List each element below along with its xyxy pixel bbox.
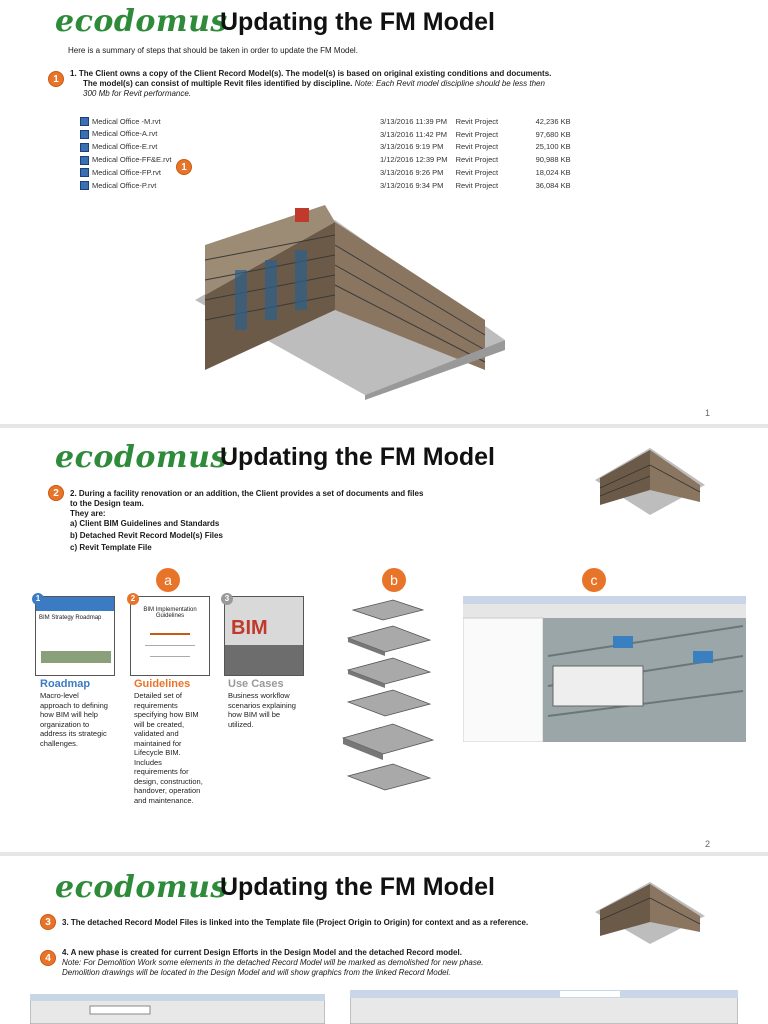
step-4-badge: 4 [40, 950, 56, 966]
building-thumbnail-image [595, 448, 705, 515]
step-1-line2: The model(s) can consist of multiple Rev… [83, 79, 545, 89]
file-size: 36,084 KB [535, 180, 571, 190]
page-title: Updating the FM Model [220, 8, 495, 36]
file-date: 3/13/2016 9:19 PM [380, 142, 444, 152]
building-thumbnail-image [595, 882, 705, 944]
file-size: 18,024 KB [535, 168, 571, 178]
step-4-text: 4. A new phase is created for current De… [62, 948, 462, 957]
revit-file-icon [80, 181, 89, 191]
card-number-1: 1 [32, 593, 44, 605]
revit-screenshot-image [463, 596, 746, 742]
slide-1: ecodomus Updating the FM Model Here is a… [0, 0, 768, 424]
file-date: 3/13/2016 11:39 PM [380, 116, 447, 126]
guidelines-thumbnail: BIM Implementation Guidelines [130, 596, 210, 676]
page-title: Updating the FM Model [220, 443, 495, 471]
step-2-line1: 2. During a facility renovation or an ad… [70, 489, 424, 498]
letter-badge-a: a [156, 568, 180, 592]
list-item-a: a) Client BIM Guidelines and Standards [70, 519, 220, 528]
file-date: 3/13/2016 11:42 PM [380, 129, 447, 139]
use-cases-title: Use Cases [228, 678, 284, 690]
file-name: Medical Office-A.rvt [92, 129, 158, 139]
page-title: Updating the FM Model [220, 873, 495, 901]
file-badge: 1 [176, 159, 192, 175]
file-type: Revit Project [455, 155, 499, 165]
step-1-note2: 300 Mb for Revit performance. [83, 89, 192, 98]
file-type: Revit Project [455, 142, 499, 152]
step-3-badge: 3 [40, 914, 56, 930]
list-item-b: b) Detached Revit Record Model(s) Files [70, 531, 223, 540]
file-size: 97,680 KB [535, 129, 571, 139]
step-2-line3: They are: [70, 509, 106, 518]
ecodomus-logo: ecodomus [55, 440, 228, 475]
file-row[interactable]: Medical Office-FP.rvt 3/13/2016 9:26 PM Re… [76, 166, 575, 179]
file-type: Revit Project [455, 129, 499, 139]
file-row[interactable]: Medical Office-FF&E.rvt 1/12/2016 12:39 P… [76, 153, 575, 166]
step-1-line2-text: The model(s) can consist of multiple Rev… [83, 79, 353, 88]
step-4-note2: Demolition drawings will be located in t… [62, 968, 451, 977]
card-number-3: 3 [221, 593, 233, 605]
file-name: Medical Office-FP.rvt [92, 167, 161, 177]
revit-file-icon [80, 142, 89, 152]
step-badge: 2 [48, 485, 64, 501]
revit-ribbon-screenshot-left [30, 994, 325, 1024]
building-3d-model-image [195, 205, 505, 400]
file-name: Medical Office-FF&E.rvt [92, 155, 172, 165]
file-date: 3/13/2016 9:34 PM [380, 180, 444, 190]
revit-file-icon [80, 117, 89, 127]
file-row[interactable]: Medical Office-E.rvt 3/13/2016 9:19 PM Rev… [76, 141, 575, 154]
letter-badge-b: b [382, 568, 406, 592]
ecodomus-logo: ecodomus [55, 870, 228, 905]
list-item-c: c) Revit Template File [70, 543, 152, 552]
file-date: 3/13/2016 9:26 PM [380, 168, 444, 178]
file-type: Revit Project [455, 180, 499, 190]
revit-ribbon-screenshot-right [350, 990, 738, 1024]
card-number-2: 2 [127, 593, 139, 605]
roadmap-thumb-title: BIM Strategy Roadmap [39, 615, 102, 621]
letter-badge-c: c [582, 568, 606, 592]
guidelines-thumb-title: BIM Implementation Guidelines [143, 607, 197, 619]
file-type: Revit Project [455, 168, 499, 178]
intro-text: Here is a summary of steps that should b… [68, 46, 358, 55]
file-name: Medical Office-E.rvt [92, 142, 158, 152]
file-size: 25,100 KB [535, 142, 571, 152]
ecodomus-logo: ecodomus [55, 4, 228, 39]
page-number: 1 [704, 408, 710, 418]
revit-file-icon [80, 168, 89, 178]
file-name: Medical Office-P.rvt [92, 180, 157, 190]
file-row[interactable]: Medical Office-P.rvt 3/13/2016 9:34 PM Rev… [76, 179, 575, 192]
step-badge: 1 [48, 71, 64, 87]
step-1-note1: Note: Each Revit model discipline should… [354, 79, 545, 88]
file-size: 90,988 KB [535, 155, 571, 165]
exploded-model-image [341, 599, 435, 791]
slide-3: ecodomus Updating the FM Model 3 3. The … [0, 856, 768, 1024]
file-size: 42,236 KB [535, 116, 571, 126]
step-3-text: 3. The detached Record Model Files is li… [62, 918, 529, 927]
page-number: 2 [704, 839, 710, 849]
revit-file-icon [80, 155, 89, 165]
file-row[interactable]: Medical Office-A.rvt 3/13/2016 11:42 PM Re… [76, 128, 575, 141]
step-1-line1: 1. The Client owns a copy of the Client … [70, 69, 552, 78]
roadmap-title: Roadmap [40, 678, 91, 690]
file-type: Revit Project [455, 116, 499, 126]
slide-2: ecodomus Updating the FM Model 2 2. Duri… [0, 428, 768, 852]
file-date: 1/12/2016 12:39 PM [380, 155, 448, 165]
step-4-note1: Note: For Demolition Work some elements … [62, 958, 484, 967]
file-row[interactable]: Medical Office -M.rvt 3/13/2016 11:39 PM R… [76, 115, 575, 128]
file-name: Medical Office -M.rvt [92, 116, 161, 126]
file-list: Medical Office -M.rvt 3/13/2016 11:39 PM R… [76, 115, 575, 192]
roadmap-thumbnail: BIM Strategy Roadmap [35, 596, 115, 676]
revit-file-icon [80, 129, 89, 139]
use-cases-thumbnail: BIM [224, 596, 304, 676]
guidelines-title: Guidelines [134, 678, 191, 690]
use-cases-thumb-title: BIM [231, 617, 268, 639]
step-2-line2: to the Design team. [70, 499, 144, 508]
